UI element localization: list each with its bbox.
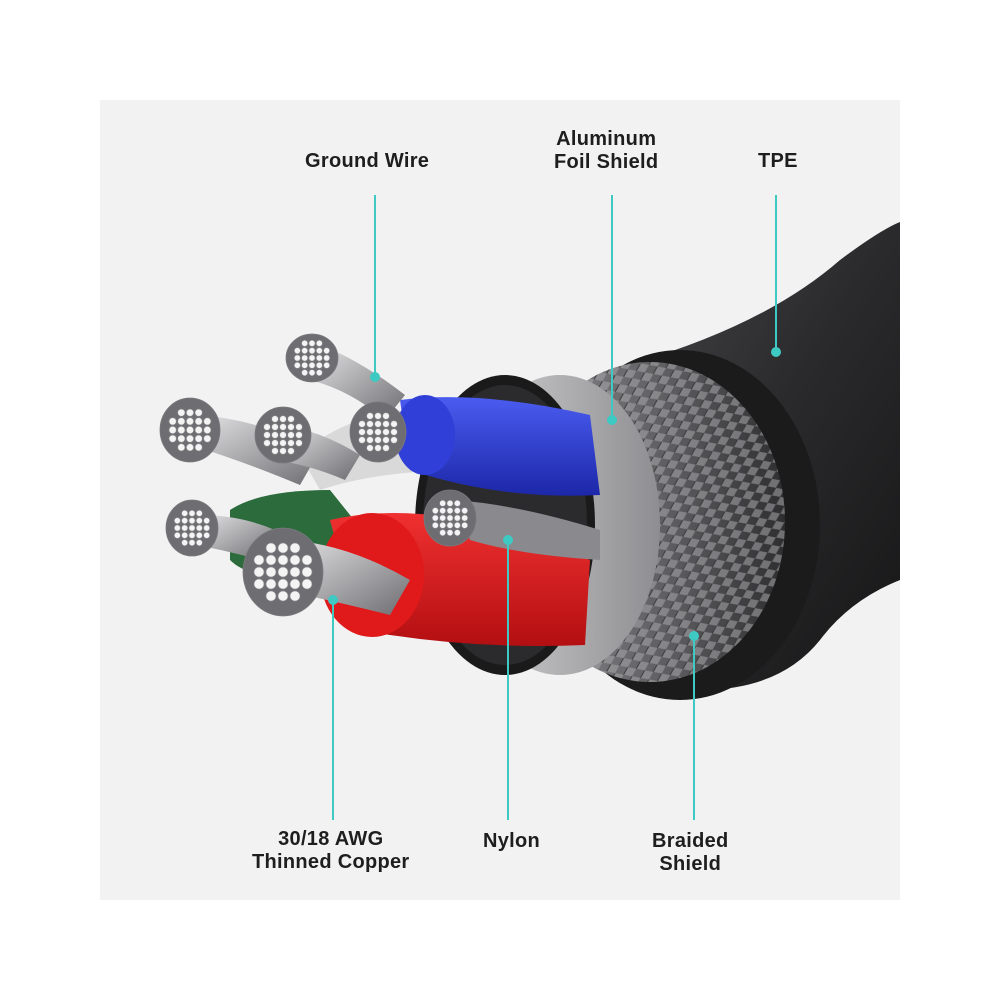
tpe-text: TPE (758, 150, 798, 172)
leader-lines (328, 195, 781, 820)
aluminum-foil-line2: Foil Shield (554, 151, 659, 173)
braided-line2: Shield (659, 853, 722, 875)
nylon-strands (455, 500, 600, 560)
copper-line1: 30/18 AWG (278, 828, 384, 850)
copper-line2: Thinned Copper (252, 851, 410, 873)
label-ground-wire: Ground Wire (305, 150, 429, 173)
label-nylon: Nylon (483, 830, 540, 853)
label-braided-shield: Braided Shield (652, 830, 729, 876)
copper-strands-left-top (190, 415, 320, 485)
aluminum-foil-line1: Aluminum (556, 128, 657, 150)
label-copper: 30/18 AWG Thinned Copper (252, 828, 410, 874)
braided-line1: Braided (652, 830, 729, 852)
label-tpe: TPE (758, 150, 798, 173)
nylon-text: Nylon (483, 830, 541, 852)
strand-end-dots (168, 339, 469, 602)
ground-wire-text: Ground Wire (305, 150, 430, 172)
label-aluminum-foil-shield: Aluminum Foil Shield (554, 128, 658, 174)
